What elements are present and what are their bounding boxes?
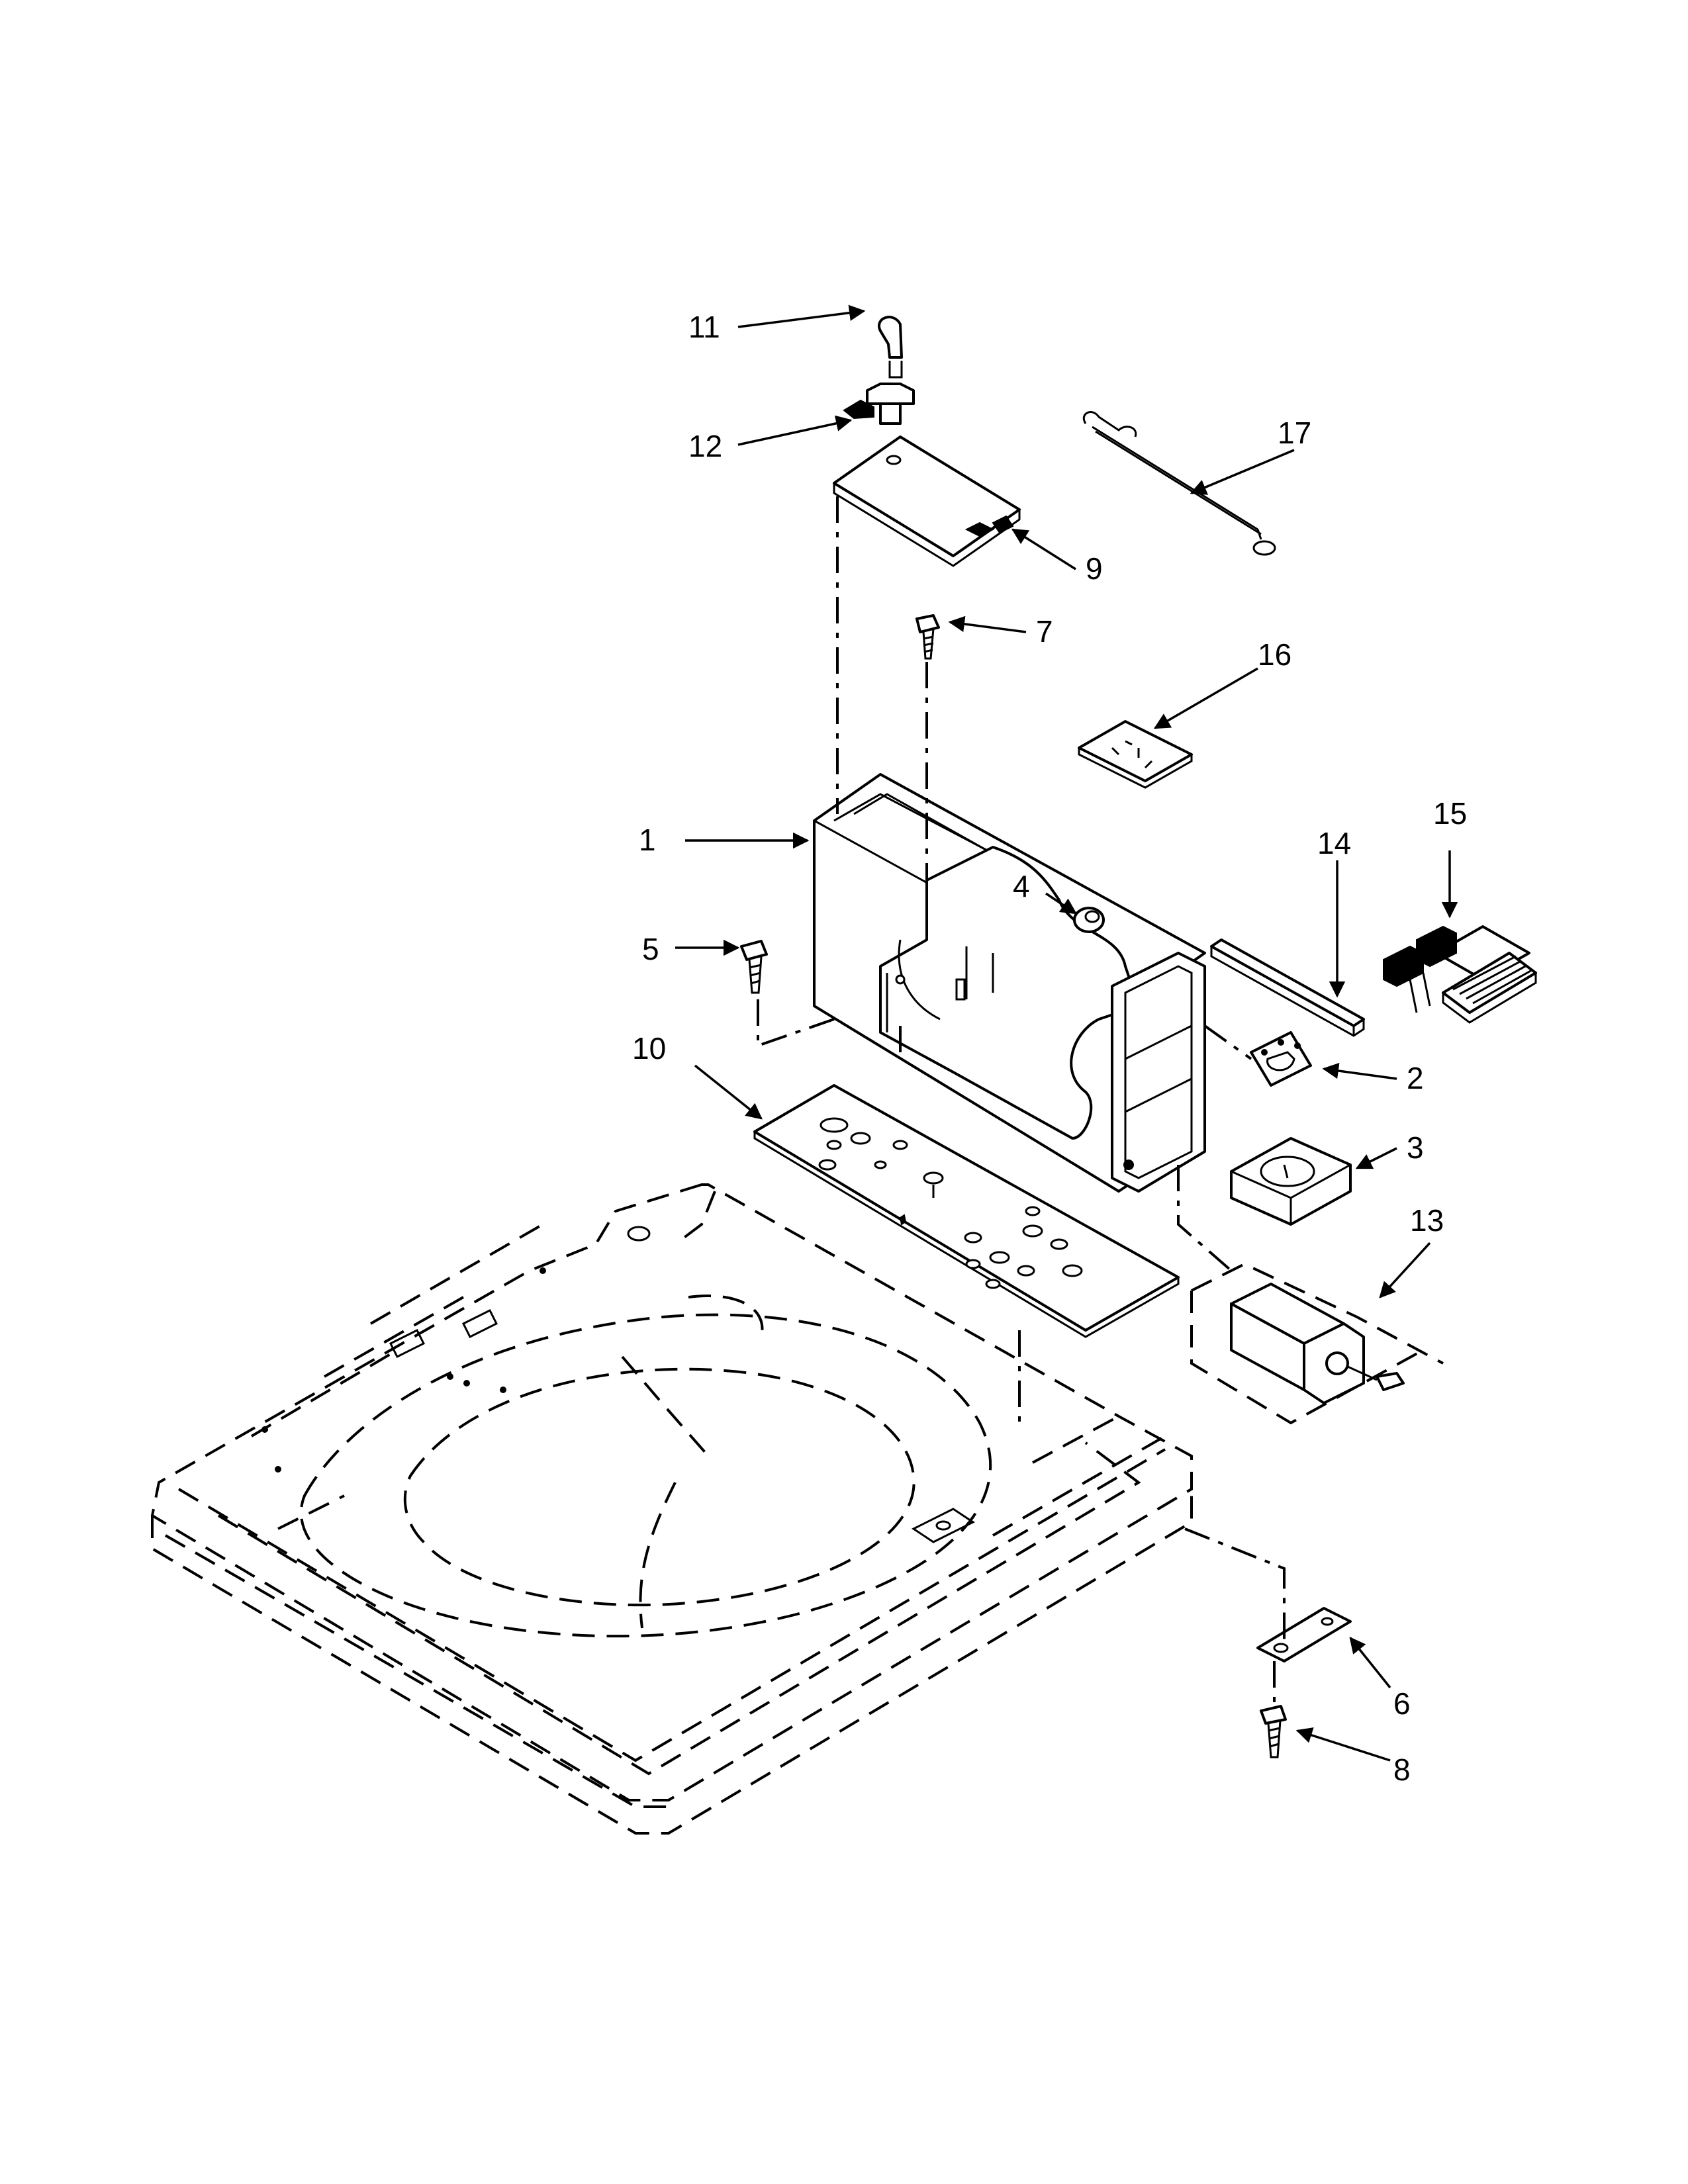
callout-11: 11 <box>688 310 720 344</box>
leader-lines <box>675 304 1458 1762</box>
part-3-cup <box>1230 1137 1352 1226</box>
callout-4: 4 <box>1013 869 1030 903</box>
part-7-screw <box>915 614 940 660</box>
part-15-switch-assembly <box>1383 925 1537 1024</box>
callout-14: 14 <box>1317 826 1351 860</box>
washer-top-panel <box>150 1183 1193 1835</box>
callout-12: 12 <box>688 429 722 463</box>
callout-16: 16 <box>1258 637 1291 672</box>
part-9-cover <box>833 435 1021 567</box>
part-8-screw <box>1260 1705 1287 1758</box>
callout-8: 8 <box>1393 1752 1411 1787</box>
part-17-ground-wire <box>1083 411 1276 556</box>
part-2-gasket-plate <box>1250 1031 1312 1087</box>
callout-1: 1 <box>639 823 656 857</box>
part-6-bracket <box>1256 1607 1352 1662</box>
part-14-strip <box>1210 938 1365 1037</box>
part-13-solenoid <box>1190 1262 1444 1425</box>
callout-5: 5 <box>642 932 659 966</box>
assembly-lines <box>757 496 1286 1707</box>
part-5-screw <box>740 940 768 994</box>
callout-labels: 11 12 9 17 7 16 1 14 15 4 5 10 2 3 13 6 … <box>632 310 1467 1787</box>
callout-17: 17 <box>1278 416 1311 450</box>
callout-2: 2 <box>1407 1061 1424 1095</box>
part-1-console-bracket <box>813 773 1206 1193</box>
callout-7: 7 <box>1036 614 1053 649</box>
part-16-pad <box>1078 720 1193 789</box>
callout-3: 3 <box>1407 1130 1424 1165</box>
callout-15: 15 <box>1433 796 1467 831</box>
part-11-key <box>878 316 903 379</box>
callout-9: 9 <box>1086 551 1103 586</box>
callout-10: 10 <box>632 1031 666 1066</box>
part-10-mounting-plate <box>753 1084 1180 1338</box>
part-4-grommet <box>1073 907 1105 933</box>
callout-13: 13 <box>1410 1203 1444 1238</box>
part-12-lock <box>843 383 915 425</box>
callout-6: 6 <box>1393 1686 1411 1721</box>
